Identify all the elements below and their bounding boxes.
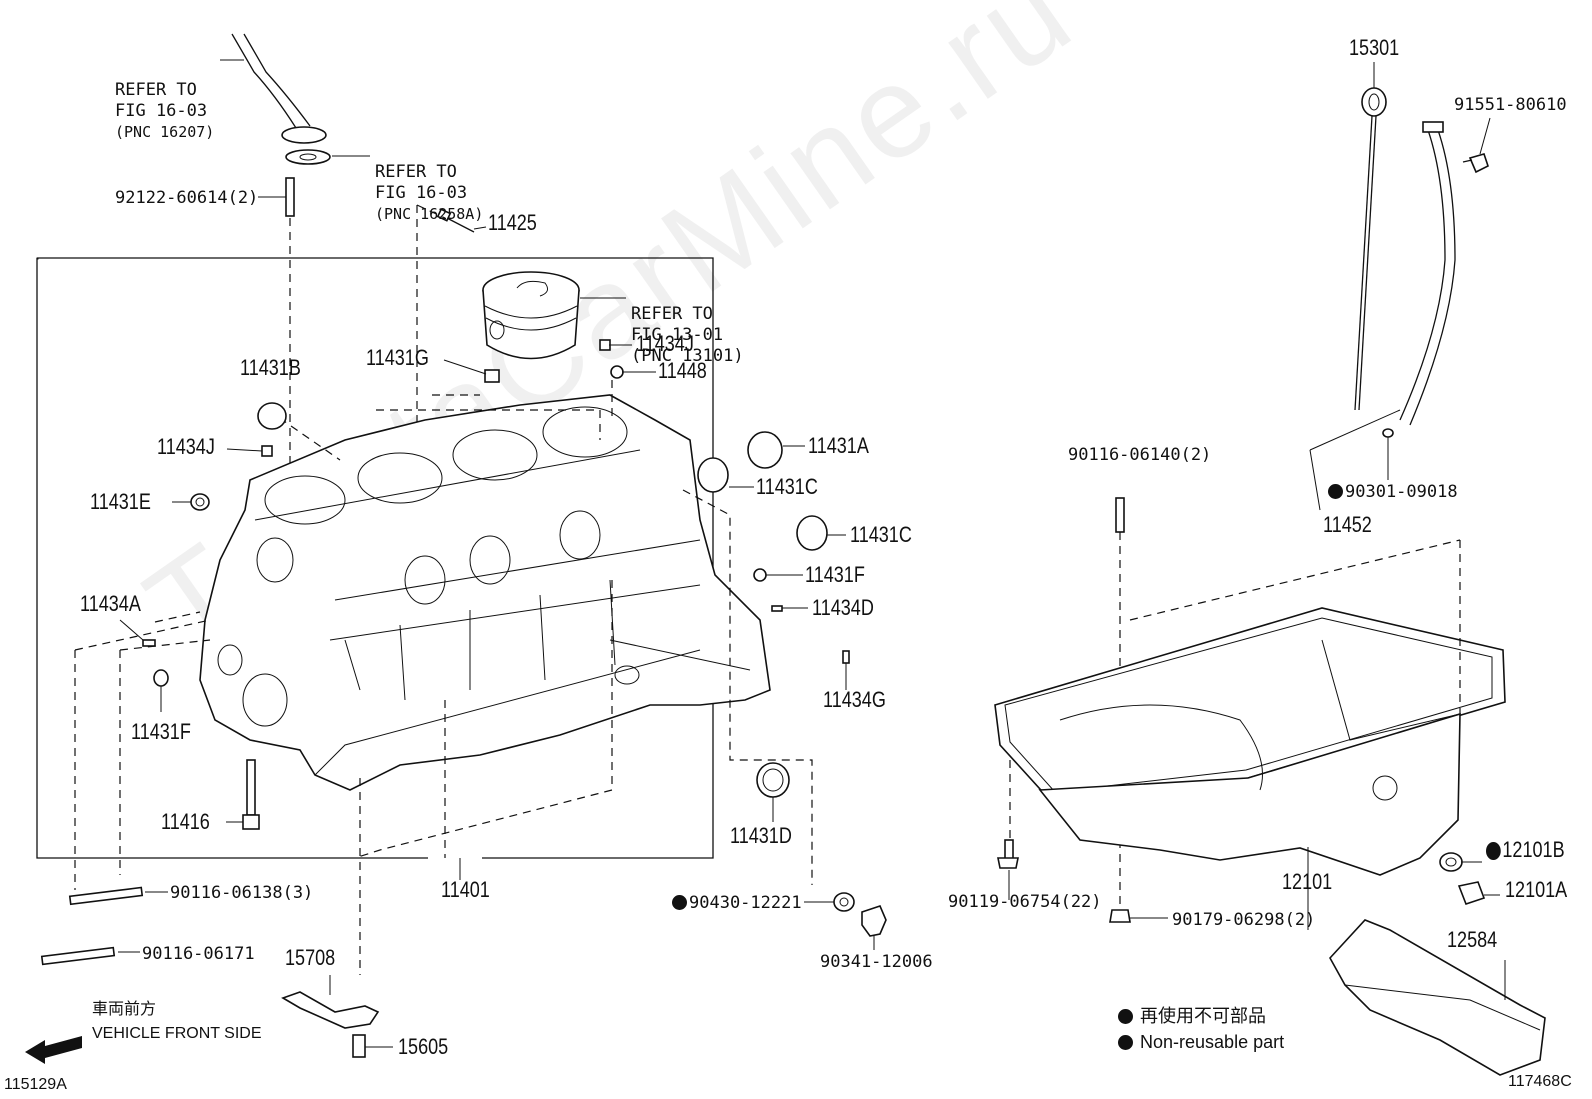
part-label-11434J-a[interactable]: 11434J [157, 434, 215, 459]
part-label-11434G[interactable]: 11434G [823, 687, 886, 712]
part-label-90116-06171[interactable]: 90116-06171 [142, 944, 255, 964]
stud-drawing [285, 177, 295, 470]
part-label-11401[interactable]: 11401 [441, 877, 490, 902]
part-label-11431C-a[interactable]: 11431C [756, 474, 818, 499]
leader-lines [118, 59, 1506, 1048]
part-label-12584[interactable]: 12584 [1447, 927, 1498, 952]
part-label-91551[interactable]: 91551-80610 [1454, 95, 1567, 115]
non-reusable-dot-icon [1328, 484, 1343, 499]
part-label-11431F-a[interactable]: 11431F [805, 562, 865, 587]
part-label-12101B[interactable]: 12101B [1486, 839, 1565, 861]
diagram-code-right: 117468C [1508, 1073, 1572, 1090]
diagram-code-left: 115129A [4, 1076, 67, 1093]
part-label-11431G[interactable]: 11431G [366, 345, 429, 370]
part-label-11416[interactable]: 11416 [161, 809, 210, 834]
part-label-11431E[interactable]: 11431E [90, 489, 151, 514]
oil-pan-drawing [994, 539, 1506, 876]
part-label-12101[interactable]: 12101 [1282, 869, 1333, 894]
part-label-15605[interactable]: 15605 [398, 1034, 449, 1059]
part-label-90301[interactable]: 90301-09018 [1328, 482, 1458, 502]
part-label-11431D[interactable]: 11431D [730, 823, 792, 848]
part-label-92122[interactable]: 92122-60614(2) [115, 188, 259, 208]
non-reusable-dot-icon [1486, 842, 1501, 860]
plug-11431C-a [697, 457, 729, 493]
part-label-11434D[interactable]: 11434D [812, 595, 874, 620]
seal-11431D [756, 762, 790, 798]
non-reusable-dot-icon [672, 895, 687, 910]
part-label-90430[interactable]: 90430-12221 [672, 893, 802, 913]
part-label-11434J-b[interactable]: 11434J [636, 331, 694, 356]
part-label-11434A[interactable]: 11434A [80, 591, 141, 616]
part-label-90341[interactable]: 90341-12006 [820, 952, 933, 972]
bolt-90116-06171 [40, 946, 116, 966]
part-label-90116-06138[interactable]: 90116-06138(3) [170, 883, 314, 903]
part-label-11431A[interactable]: 11431A [808, 433, 869, 458]
part-label-12101A[interactable]: 12101A [1505, 877, 1568, 902]
front-side-jp: 車両前方 [92, 1001, 157, 1018]
piston-drawing [482, 271, 580, 360]
part-label-90179[interactable]: 90179-06298(2) [1172, 910, 1316, 930]
part-label-11452[interactable]: 11452 [1323, 512, 1372, 537]
plug-11431A [747, 431, 783, 469]
non-reusable-dot-icon [1118, 1009, 1133, 1024]
plug-11431B [257, 402, 287, 430]
part-label-90119[interactable]: 90119-06754(22) [948, 892, 1102, 912]
part-label-11448[interactable]: 11448 [658, 358, 707, 383]
plug-11431C-b [796, 515, 828, 551]
front-arrow [25, 1036, 82, 1064]
legend-jp: 再使用不可部品 [1118, 1006, 1266, 1026]
legend-en: Non-reusable part [1118, 1032, 1284, 1052]
part-label-15301[interactable]: 15301 [1349, 35, 1400, 60]
part-label-11431F-b[interactable]: 11431F [131, 719, 191, 744]
filler-pipe-drawing [231, 33, 331, 165]
part-label-90116-06140[interactable]: 90116-06140(2) [1068, 445, 1212, 465]
engine-block-drawing [199, 394, 771, 791]
non-reusable-dot-icon [1118, 1035, 1133, 1050]
part-label-15708[interactable]: 15708 [285, 945, 336, 970]
front-side-en: VEHICLE FRONT SIDE [92, 1025, 262, 1042]
part-label-11431C-b[interactable]: 11431C [850, 522, 912, 547]
bolt-90116-06138 [68, 886, 144, 906]
part-label-11425[interactable]: 11425 [488, 210, 537, 235]
block-frame [36, 258, 212, 859]
part-label-11431B[interactable]: 11431B [240, 355, 301, 380]
